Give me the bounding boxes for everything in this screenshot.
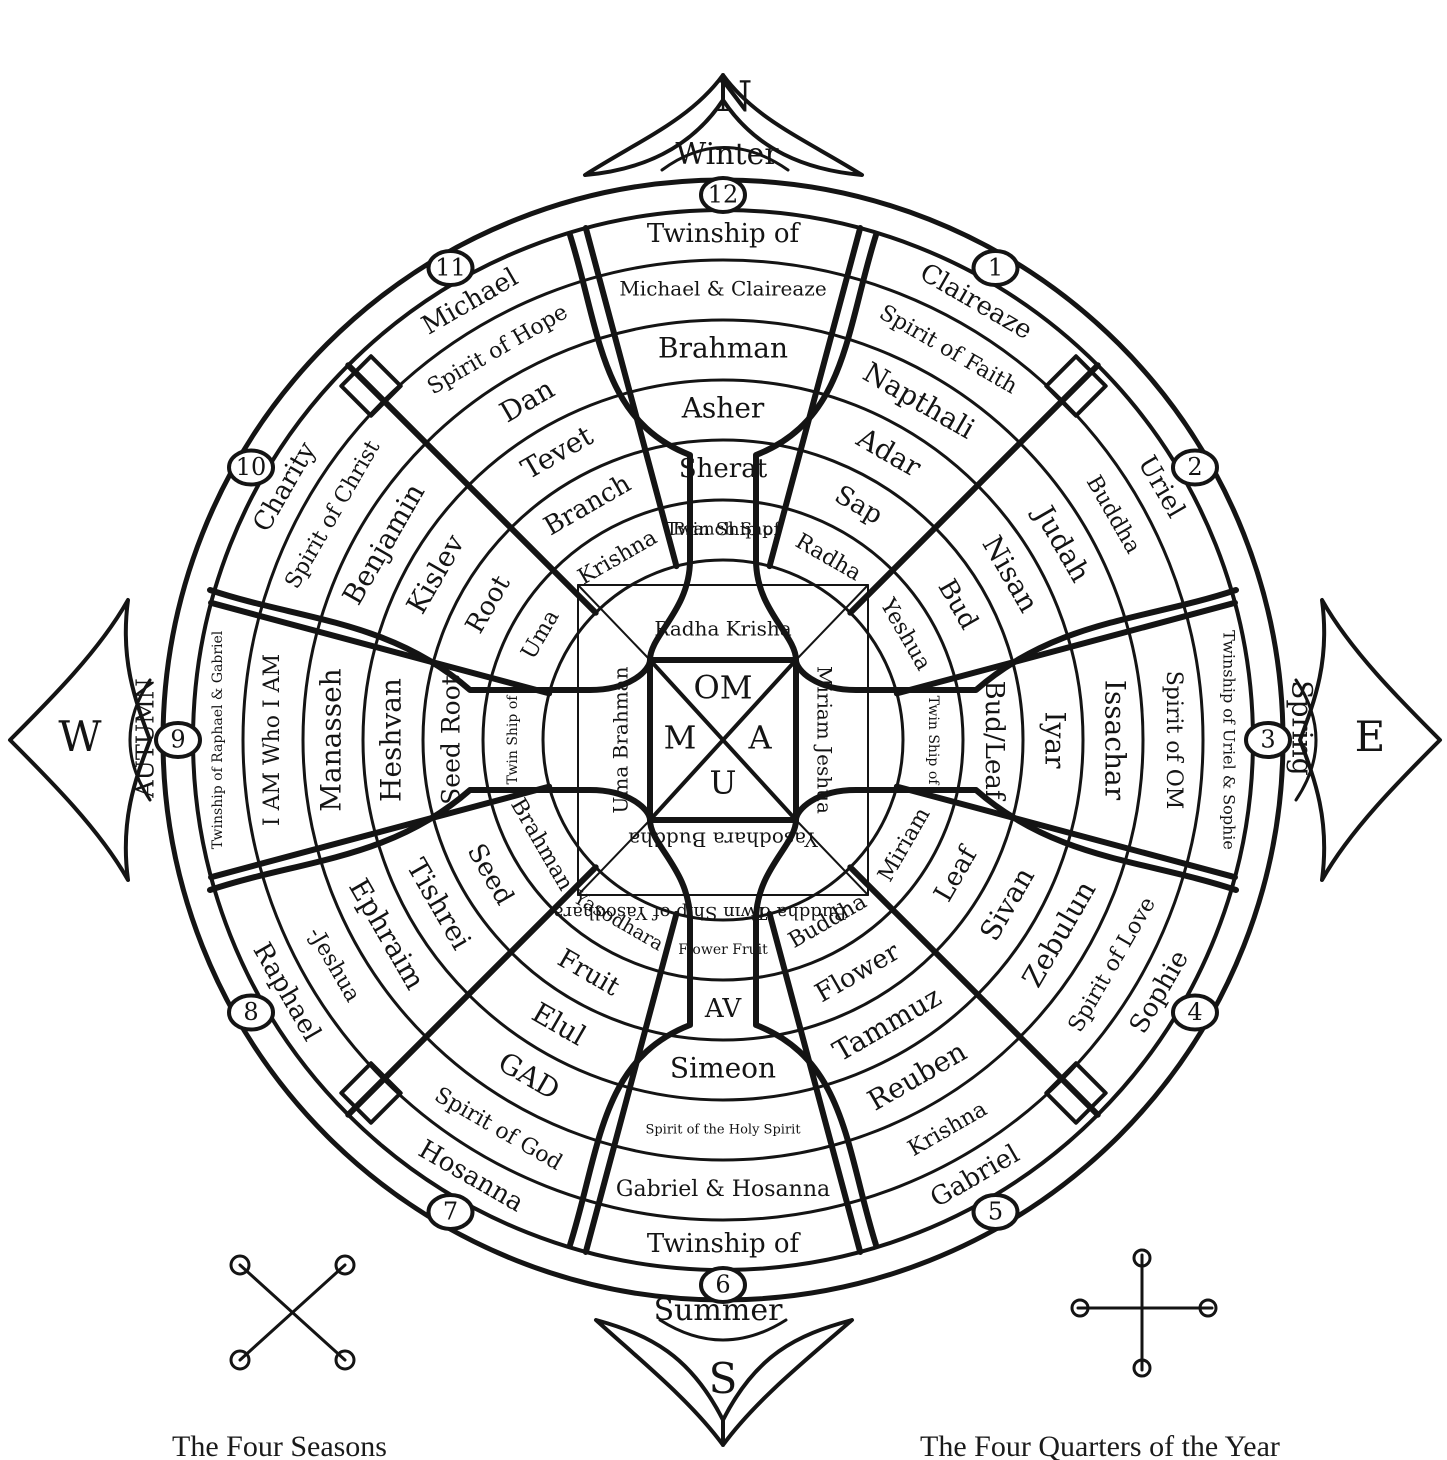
segment-label: Michael & Claireaze bbox=[619, 277, 826, 301]
caption-four-seasons: The Four Seasons bbox=[172, 1432, 387, 1460]
segment-label: Iyar bbox=[1039, 712, 1072, 770]
month-marker: 12 bbox=[701, 178, 745, 212]
month-marker: 10 bbox=[229, 451, 273, 485]
month-number: 11 bbox=[435, 254, 466, 282]
segment-label: Kislev bbox=[400, 529, 471, 620]
four-seasons-emblem bbox=[231, 1256, 354, 1369]
east-core-label: Miriam Jeshua bbox=[813, 666, 837, 814]
compass-east: E bbox=[1355, 712, 1386, 761]
center-om: OM bbox=[694, 669, 753, 707]
segment-label: Asher bbox=[681, 392, 765, 425]
north-core-label: Radha Krisha bbox=[654, 617, 791, 641]
segment-label: Twinship of Raphael & Gabriel bbox=[210, 630, 226, 849]
month-marker: 7 bbox=[429, 1195, 473, 1229]
season-spring: Spring bbox=[1286, 680, 1319, 775]
segment-label: Bud bbox=[932, 574, 984, 634]
compass-west: W bbox=[58, 712, 102, 761]
segment-label: Seed Root bbox=[437, 675, 466, 805]
segment-label: Buddha bbox=[1081, 471, 1146, 558]
month-marker: 3 bbox=[1246, 723, 1290, 757]
month-number: 1 bbox=[988, 254, 1003, 282]
segment-label: Spirit of OM bbox=[1161, 671, 1186, 810]
month-number: 3 bbox=[1260, 726, 1275, 754]
month-marker: 5 bbox=[974, 1195, 1018, 1229]
month-marker: 9 bbox=[156, 723, 200, 757]
month-number: 6 bbox=[715, 1271, 730, 1299]
month-number: 10 bbox=[236, 453, 267, 481]
month-marker: 6 bbox=[701, 1268, 745, 1302]
segment-label: Twinship of bbox=[647, 219, 802, 249]
month-number: 2 bbox=[1187, 453, 1202, 481]
segment-label: Judah bbox=[1026, 498, 1097, 588]
segment-label: -Jeshua bbox=[302, 923, 365, 1007]
month-marker: 2 bbox=[1173, 451, 1217, 485]
segment-label: Flower bbox=[810, 937, 905, 1009]
segment-label: Flower Fruit bbox=[678, 942, 768, 958]
compass-south: S bbox=[709, 1354, 738, 1403]
month-number: 12 bbox=[708, 181, 739, 209]
month-number: 8 bbox=[243, 998, 258, 1026]
segment-label: Branch bbox=[539, 468, 637, 542]
segment-label: Miriam bbox=[873, 803, 935, 886]
segment-label: Twinship of Uriel & Sophie bbox=[1220, 630, 1239, 850]
segment-label: Spirit of the Holy Spirit bbox=[645, 1123, 801, 1138]
month-marker: 1 bbox=[974, 251, 1018, 285]
compass-north: N bbox=[716, 72, 753, 121]
month-marker: 8 bbox=[229, 996, 273, 1030]
segment-label: Simeon bbox=[670, 1052, 776, 1085]
center-u: U bbox=[710, 764, 737, 802]
segment-label: Krishna bbox=[904, 1097, 992, 1162]
segment-label: I AM Who I AM bbox=[260, 654, 285, 826]
month-marker: 11 bbox=[429, 251, 473, 285]
four-quarters-emblem bbox=[1072, 1250, 1216, 1376]
segment-label: Tevet bbox=[516, 419, 600, 486]
month-number: 4 bbox=[1187, 998, 1202, 1026]
center-m: M bbox=[664, 719, 697, 757]
segment-label: Sap bbox=[829, 480, 887, 531]
segment-label: Twin Ship of bbox=[925, 696, 941, 787]
segment-label: Krishna bbox=[574, 525, 662, 590]
segment-label: Twinship of bbox=[647, 1229, 802, 1259]
segment-label: Sivan bbox=[973, 862, 1041, 947]
west-core-label: Uma Brahman bbox=[609, 666, 633, 813]
south-right-label: Buddha of bbox=[752, 902, 847, 923]
season-winter: Winter bbox=[675, 137, 779, 172]
segment-label: Issachar bbox=[1099, 680, 1132, 801]
segment-label: AV bbox=[704, 994, 742, 1024]
segment-label: Brahman bbox=[658, 332, 788, 365]
segment-label: Bud/Leaf bbox=[979, 680, 1009, 801]
segment-label: Brahman bbox=[505, 794, 578, 895]
month-number: 9 bbox=[170, 726, 185, 754]
caption-four-quarters: The Four Quarters of the Year bbox=[920, 1432, 1280, 1460]
month-number: 7 bbox=[443, 1197, 458, 1225]
south-stem-label: Twin Ship of Yasodhara bbox=[553, 902, 768, 923]
south-core-label: Yasodhara Buddha bbox=[628, 828, 818, 852]
segment-label: Gabriel & Hosanna bbox=[616, 1177, 830, 1202]
month-number: 5 bbox=[988, 1197, 1003, 1225]
segment-label: Tishrei bbox=[400, 853, 478, 955]
center-a: A bbox=[747, 719, 772, 757]
segment-label: Manasseh bbox=[315, 668, 348, 811]
segment-label: Nisan bbox=[976, 530, 1046, 618]
segment-label: Heshvan bbox=[375, 678, 408, 802]
segment-label: Sherat bbox=[679, 454, 768, 484]
segment-label: Yeshua bbox=[874, 594, 935, 675]
month-marker: 4 bbox=[1173, 996, 1217, 1030]
segment-label: Twin Ship of bbox=[505, 694, 521, 785]
segment-label: Uma bbox=[517, 606, 565, 664]
north-stem-label: Twin Ship of bbox=[666, 519, 782, 540]
